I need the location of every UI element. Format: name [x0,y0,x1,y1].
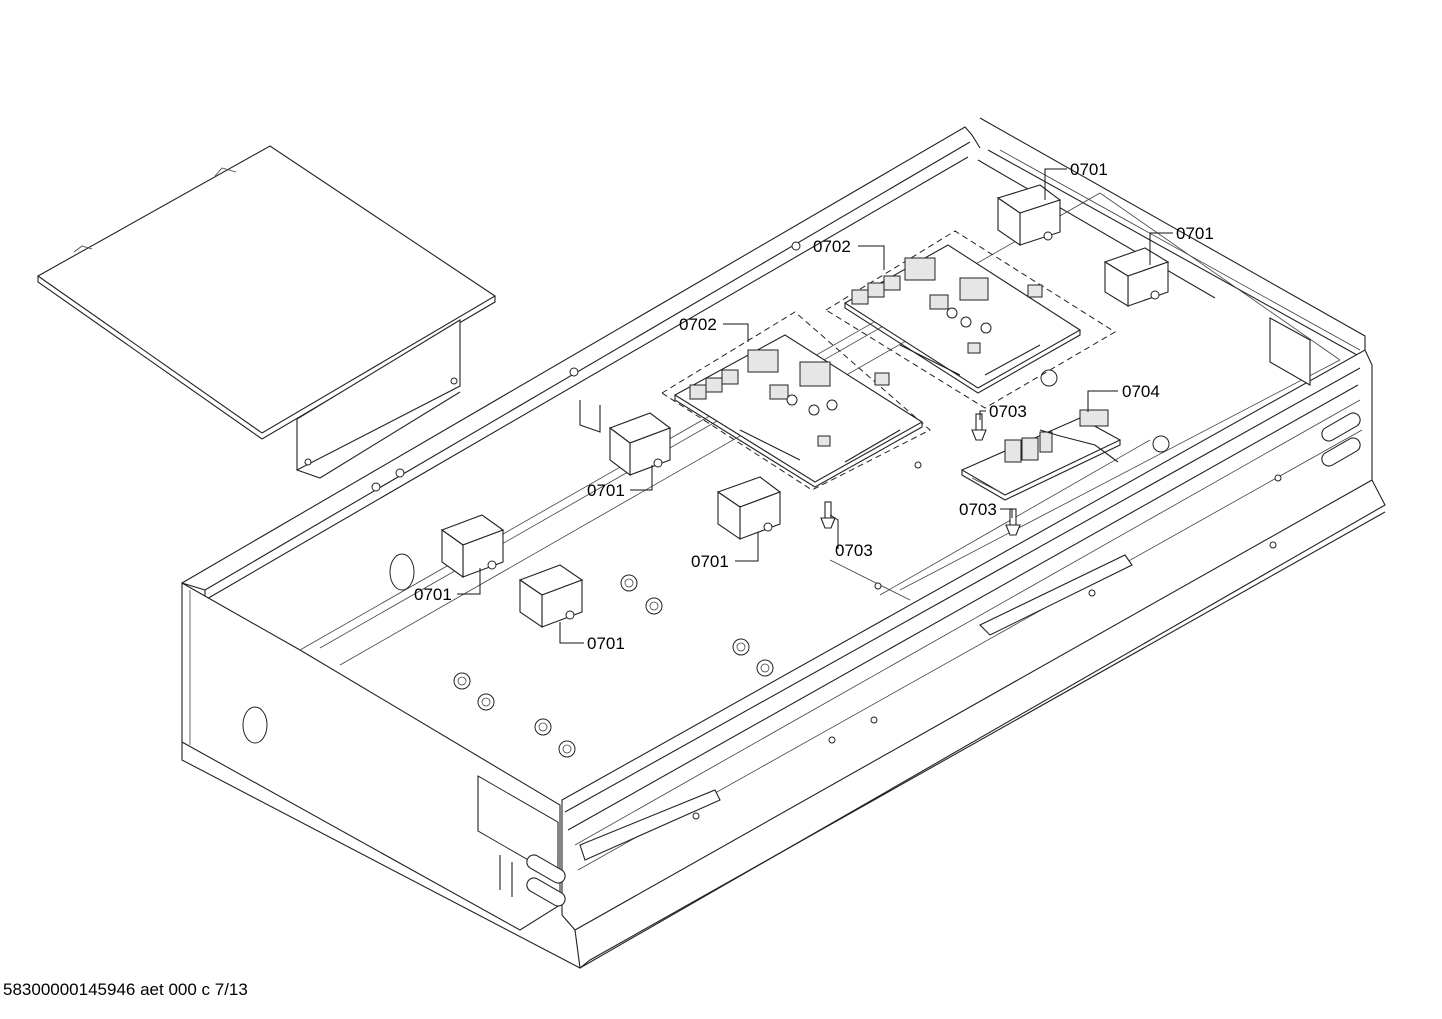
callout-0701-mid-left: 0701 [587,481,625,500]
callout-0701-top-2: 0701 [1176,224,1214,243]
callout-0702-upper: 0702 [813,237,851,256]
spacer-pin-2 [1005,508,1021,536]
callout-0701-left: 0701 [414,585,452,604]
callout-0701-top-1: 0701 [1070,160,1108,179]
callout-0703-mid: 0703 [835,541,873,560]
relay-bracket-3 [579,400,672,477]
callout-0701-left-low: 0701 [587,634,625,653]
relay-bracket-5 [440,514,505,579]
filter-board [960,409,1122,501]
callout-0703-upper: 0703 [989,402,1027,421]
relay-bracket-1 [996,184,1062,247]
control-board-upper [825,230,1116,409]
relay-bracket-2 [1103,247,1170,307]
relay-bracket-4 [716,476,782,541]
floor-holes [371,241,1282,820]
callout-0702-lower: 0702 [679,315,717,334]
cover-plate [36,145,497,479]
document-code: 58300000145946 aet 000 c 7/13 [3,980,248,999]
chassis-tray [181,117,1386,969]
callout-0704: 0704 [1122,382,1160,401]
spacer-pin-3 [820,501,836,529]
control-board-lower [661,311,931,491]
callout-0703-right: 0703 [959,500,997,519]
spacer-pin-1 [971,413,987,441]
callout-labels: 0701 0701 0702 0702 0703 0704 0703 0701 … [414,160,1214,653]
relay-bracket-6 [518,564,584,629]
leader-lines [457,168,1173,644]
callout-0701-mid: 0701 [691,552,729,571]
